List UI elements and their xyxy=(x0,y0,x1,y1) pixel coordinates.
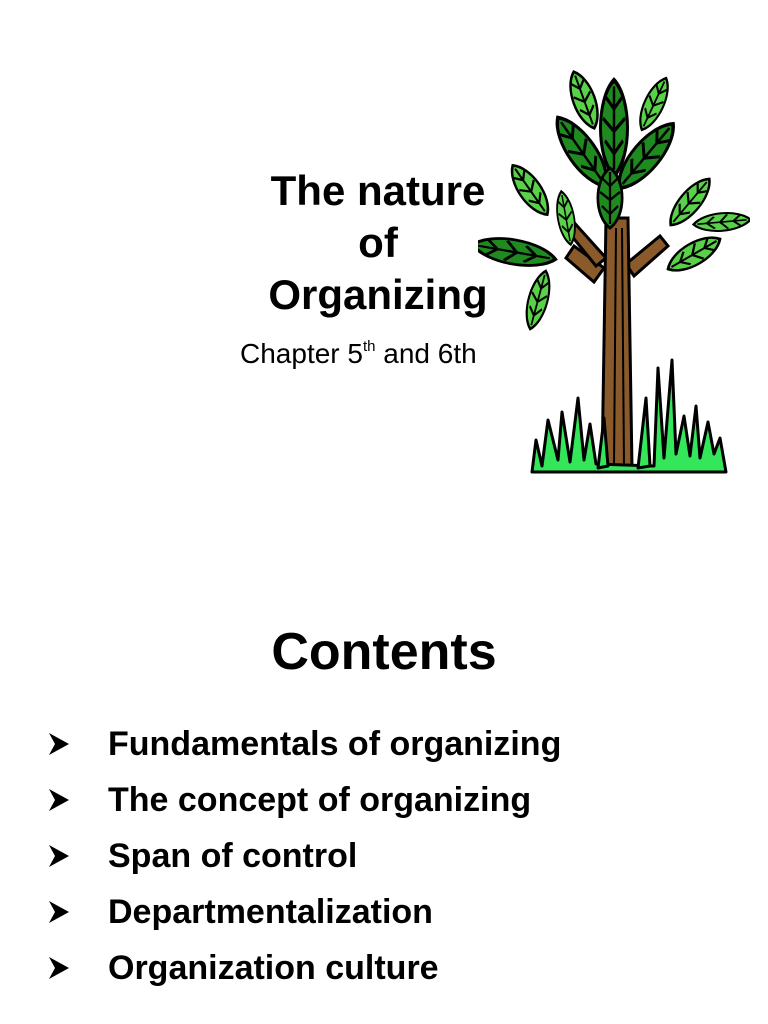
arrowhead-bullet-icon xyxy=(48,836,108,876)
list-item: Span of control xyxy=(48,828,561,884)
title-line: of xyxy=(358,219,398,266)
subtitle-text-end: and 6th xyxy=(375,338,477,369)
subtitle-text: Chapter 5 xyxy=(240,338,363,369)
contents-heading: Contents xyxy=(271,623,497,681)
list-item-text: Span of control xyxy=(108,837,358,875)
slide-title: The nature of Organizing xyxy=(228,165,528,321)
list-item: Departmentalization xyxy=(48,884,561,940)
contents-slide: Contents Fundamentals of organizing The … xyxy=(0,520,768,1024)
list-item: Fundamentals of organizing xyxy=(48,716,561,772)
title-line: The nature xyxy=(270,167,486,214)
title-line: Organizing xyxy=(268,271,488,318)
list-item-text: Departmentalization xyxy=(108,893,433,931)
list-item: The concept of organizing xyxy=(48,772,561,828)
slide-subtitle: Chapter 5th and 6th xyxy=(240,336,477,372)
list-item-text: The concept of organizing xyxy=(108,781,532,819)
list-item: Organization culture xyxy=(48,940,561,996)
arrowhead-bullet-icon xyxy=(48,724,108,764)
arrowhead-bullet-icon xyxy=(48,948,108,988)
subtitle-superscript: th xyxy=(362,338,376,355)
arrowhead-bullet-icon xyxy=(48,780,108,820)
list-item-text: Organization culture xyxy=(108,949,439,987)
list-item-text: Fundamentals of organizing xyxy=(108,725,562,763)
arrowhead-bullet-icon xyxy=(48,892,108,932)
contents-list: Fundamentals of organizing The concept o… xyxy=(48,716,561,996)
tree-icon xyxy=(478,68,750,474)
title-slide: The nature of Organizing Chapter 5th and… xyxy=(228,68,750,474)
